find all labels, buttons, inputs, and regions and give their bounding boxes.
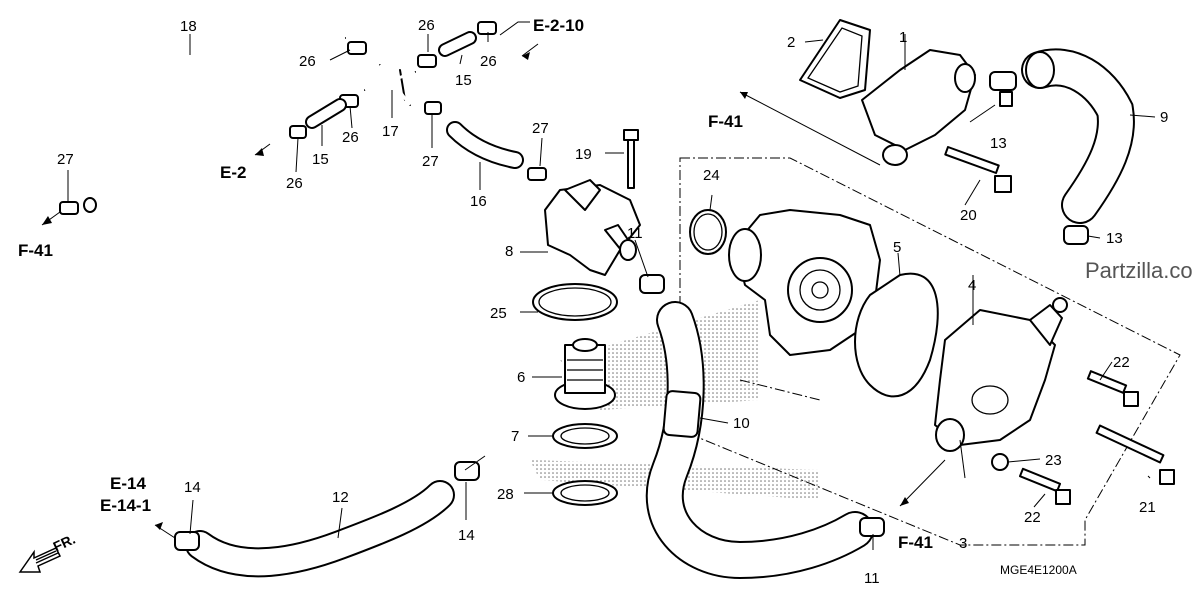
thermostat-6 — [554, 338, 616, 410]
callout-15-upper: 15 — [455, 72, 472, 89]
callout-2: 2 — [787, 34, 795, 51]
callout-16: 16 — [470, 193, 487, 210]
callout-26-e: 26 — [286, 175, 303, 192]
clip-14-left — [174, 531, 200, 551]
pump-cover-4 — [934, 297, 1068, 452]
assembly-boundary-lines — [679, 157, 1181, 546]
clip-26-top — [347, 41, 367, 55]
clip-11-lower — [859, 517, 885, 537]
callout-14-left: 14 — [184, 479, 201, 496]
ref-f-41-bottom: F-41 — [898, 533, 933, 552]
callout-20: 20 — [960, 207, 977, 224]
callout-22-upper: 22 — [1113, 354, 1130, 371]
hose-15-upper — [438, 31, 477, 57]
joint-17 — [364, 64, 416, 106]
ref-f-41-left: F-41 — [18, 241, 53, 260]
watermark: Partzilla.co — [1085, 258, 1193, 283]
clip-26-upper-right — [477, 21, 497, 35]
callout-21: 21 — [1139, 499, 1156, 516]
bolt-22-upper — [1086, 370, 1139, 407]
callout-17: 17 — [382, 123, 399, 140]
callout-7: 7 — [511, 428, 519, 445]
water-outlet-1 — [861, 49, 976, 166]
callout-26-c: 26 — [480, 53, 497, 70]
callout-14-right: 14 — [458, 527, 475, 544]
clip-27-mid — [424, 101, 442, 115]
ref-f-41-top: F-41 — [708, 112, 743, 131]
ref-e-14-1: E-14-1 — [100, 496, 151, 515]
hose-12 — [185, 480, 455, 578]
bolt-20 — [944, 146, 1012, 193]
callout-5: 5 — [893, 239, 901, 256]
clip-14-right — [454, 461, 480, 481]
callout-13-lower: 13 — [1106, 230, 1123, 247]
bolt-21 — [1095, 424, 1175, 485]
gasket-7 — [552, 423, 618, 449]
callout-25: 25 — [490, 305, 507, 322]
bolt-22-lower — [1018, 467, 1071, 505]
callout-12: 12 — [332, 489, 349, 506]
hose-10 — [645, 301, 874, 580]
leader-lines — [41, 21, 1156, 550]
callout-26-d: 26 — [342, 129, 359, 146]
callout-11-lower: 11 — [864, 570, 880, 587]
reference-arrows — [42, 52, 909, 530]
callout-1: 1 — [899, 29, 907, 46]
washer-23 — [991, 453, 1009, 471]
callout-6: 6 — [517, 369, 525, 386]
callout-26-b: 26 — [418, 17, 435, 34]
callout-27-right: 27 — [532, 120, 549, 137]
reference-labels: E-2-10 E-2 F-41 F-41 F-41 E-14 E-14-1 — [18, 16, 933, 552]
callout-4: 4 — [968, 277, 976, 294]
ref-e-2: E-2 — [220, 163, 246, 182]
clip-27-left — [59, 201, 79, 215]
callout-27-left: 27 — [57, 151, 74, 168]
hose-16 — [446, 121, 524, 169]
callout-9: 9 — [1160, 109, 1168, 126]
hose-9 — [1021, 48, 1135, 224]
callout-23: 23 — [1045, 452, 1062, 469]
callout-3: 3 — [959, 535, 967, 552]
callout-numbers: 1 2 3 4 5 6 7 8 9 10 11 11 12 13 13 14 1… — [57, 17, 1168, 587]
callout-28: 28 — [497, 486, 514, 503]
callout-10: 10 — [733, 415, 750, 432]
front-direction-indicator: FR. — [18, 531, 78, 573]
gasket-5 — [854, 272, 939, 398]
callout-8: 8 — [505, 243, 513, 260]
callout-18: 18 — [180, 18, 197, 35]
callout-24: 24 — [703, 167, 720, 184]
callout-26-a: 26 — [299, 53, 316, 70]
gasket-2 — [799, 19, 871, 99]
diagram-code: MGE4E1200A — [1000, 563, 1077, 577]
front-label: FR. — [51, 531, 78, 555]
callout-15-lower: 15 — [312, 151, 329, 168]
thermostat-cover-8 — [544, 179, 641, 276]
ref-e-2-10: E-2-10 — [533, 16, 584, 35]
callout-22-lower: 22 — [1024, 509, 1041, 526]
clip-27-right — [527, 167, 547, 181]
callout-19: 19 — [575, 146, 592, 163]
clip-26-mid — [289, 54, 437, 139]
clip-13-lower — [1063, 225, 1089, 245]
callout-27-mid: 27 — [422, 153, 439, 170]
hose-15-lower — [305, 98, 347, 129]
o-ring-24 — [689, 209, 727, 255]
ref-e-14: E-14 — [110, 474, 146, 493]
callout-13-upper: 13 — [990, 135, 1007, 152]
o-ring-25 — [532, 283, 618, 321]
hose-18 — [83, 33, 346, 213]
gasket-28 — [552, 480, 618, 506]
clip-11-upper — [639, 274, 665, 294]
bolt-19 — [623, 129, 639, 189]
callout-11-upper: 11 — [627, 225, 643, 242]
clip-13-upper — [989, 71, 1017, 107]
